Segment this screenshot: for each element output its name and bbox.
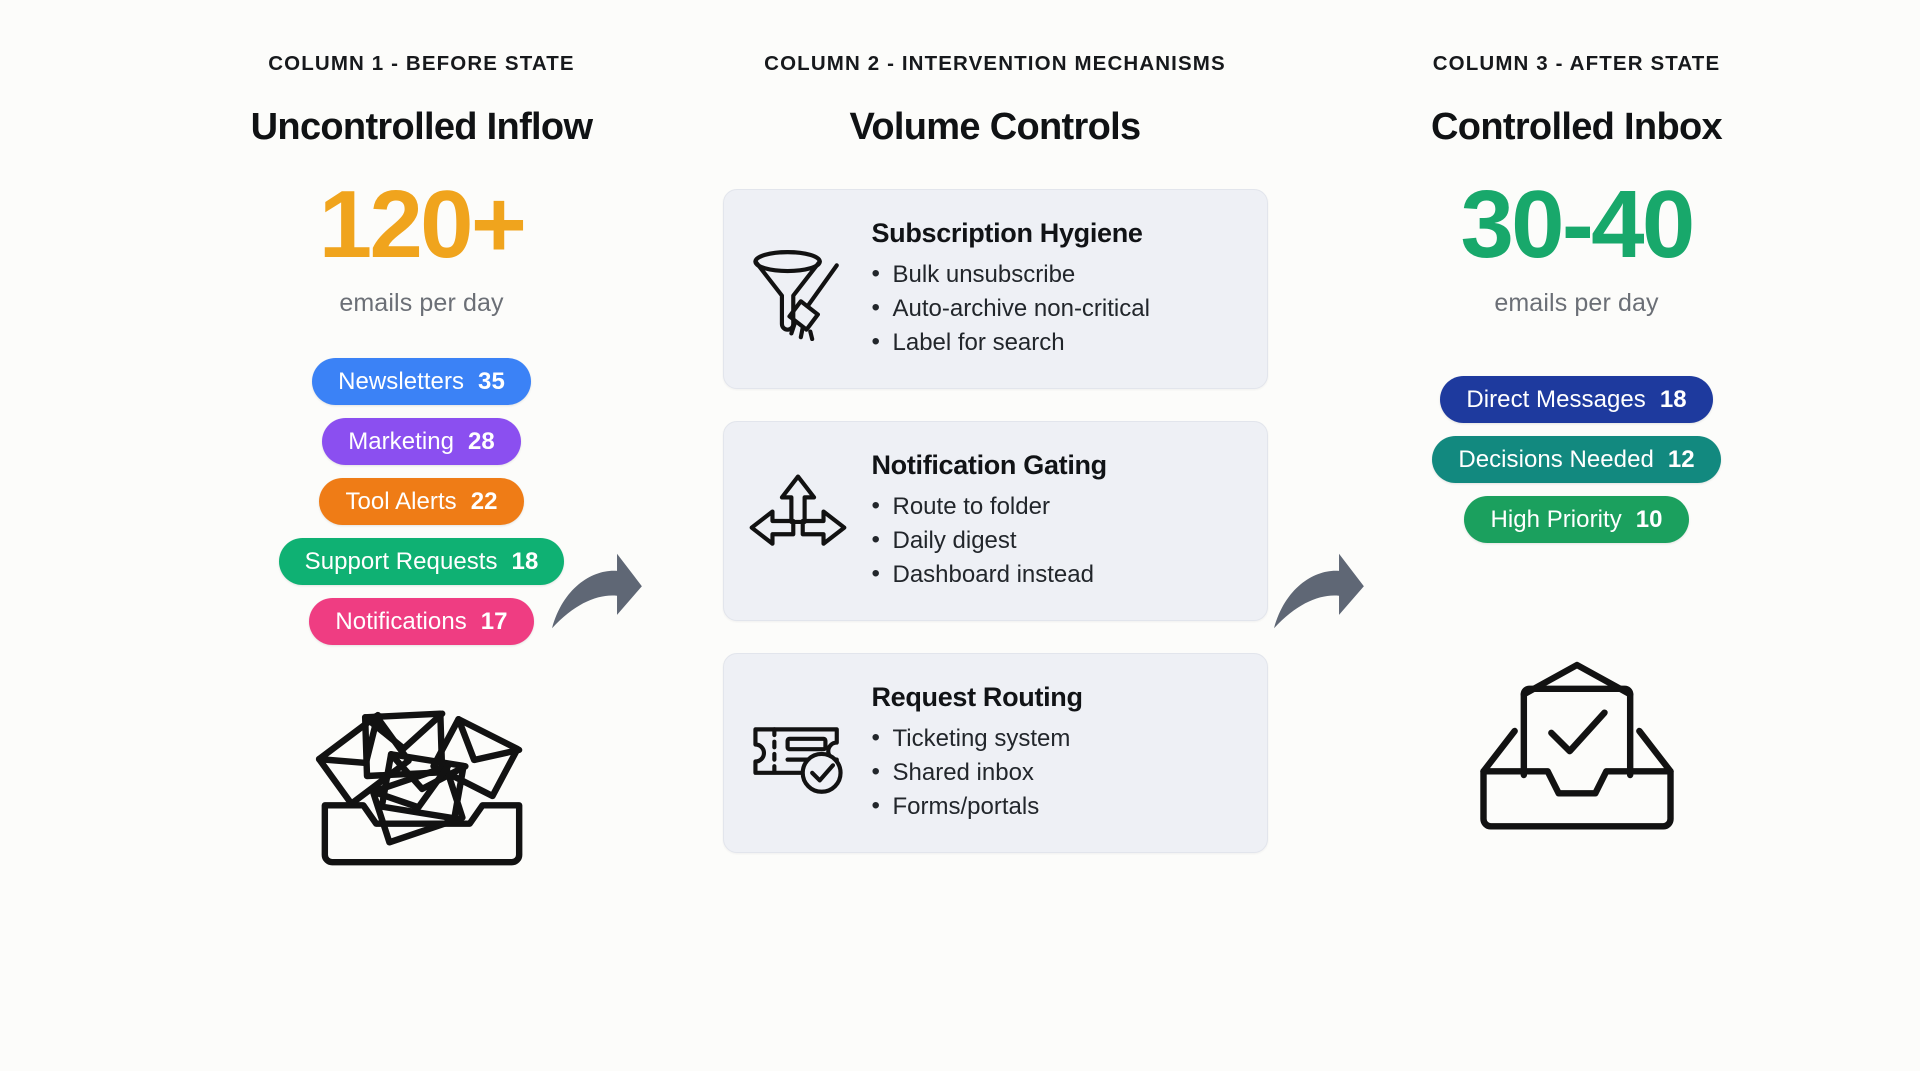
pill-count: 18 [1659,385,1687,413]
column-intervention-mechanisms: COLUMN 2 - INTERVENTION MECHANISMS Volum… [722,0,1268,853]
arrow-controls-to-after [1270,548,1366,634]
pill-tool-alerts[interactable]: Tool Alerts 22 [319,478,524,525]
column-3-metric-unit: emails per day [1494,289,1659,317]
mechanism-card-list: Subscription Hygiene Bulk unsubscribe Au… [722,189,1268,853]
pill-decisions-needed[interactable]: Decisions Needed 12 [1432,436,1721,483]
bullet-item: Ticketing system [872,721,1241,756]
after-state-pill-stack: Direct Messages 18 Decisions Needed 12 H… [1362,376,1792,543]
bullet-item: Auto-archive non-critical [872,291,1241,326]
pill-label: Support Requests [304,547,498,575]
card-bullets: Route to folder Daily digest Dashboard i… [872,489,1241,592]
card-notification-gating[interactable]: Notification Gating Route to folder Dail… [722,421,1268,621]
inbox-check-icon [1467,655,1687,840]
pill-notifications[interactable]: Notifications 17 [309,598,534,645]
card-subscription-hygiene[interactable]: Subscription Hygiene Bulk unsubscribe Au… [722,189,1268,389]
funnel-broom-icon [746,237,850,341]
pill-marketing[interactable]: Marketing 28 [322,418,521,465]
card-title: Notification Gating [871,449,1108,480]
column-1-metric: 120+ [318,171,527,278]
bullet-item: Dashboard instead [872,557,1241,592]
pill-support-requests[interactable]: Support Requests 18 [278,538,565,585]
pill-count: 17 [480,607,508,635]
card-title: Subscription Hygiene [871,217,1143,248]
column-3-metric: 30-40 [1460,171,1695,278]
pill-label: High Priority [1490,505,1622,533]
pill-count: 12 [1667,445,1695,473]
card-body: Request Routing Ticketing system Shared … [872,682,1241,824]
ticket-check-icon [746,701,850,805]
card-bullets: Ticketing system Shared inbox Forms/port… [872,721,1241,824]
card-body: Notification Gating Route to folder Dail… [872,450,1241,592]
pill-high-priority[interactable]: High Priority 10 [1464,496,1689,543]
bullet-item: Shared inbox [872,755,1241,790]
column-3-eyebrow: COLUMN 3 - AFTER STATE [1432,52,1721,75]
pill-label: Decisions Needed [1458,445,1654,473]
pill-count: 35 [478,367,505,395]
pill-newsletters[interactable]: Newsletters 35 [312,358,531,405]
pill-count: 10 [1635,505,1663,533]
arrow-before-to-controls [548,548,644,634]
bullet-item: Label for search [872,325,1241,360]
column-1-eyebrow: COLUMN 1 - BEFORE STATE [268,52,575,75]
column-before-state: COLUMN 1 - BEFORE STATE Uncontrolled Inf… [207,0,637,874]
card-bullets: Bulk unsubscribe Auto-archive non-critic… [872,257,1241,360]
overflowing-inbox-icon [312,689,532,874]
pill-label: Notifications [335,607,467,635]
bullet-item: Route to folder [872,489,1241,524]
column-1-metric-unit: emails per day [339,289,504,317]
column-after-state: COLUMN 3 - AFTER STATE Controlled Inbox … [1362,0,1792,840]
column-1-title: Uncontrolled Inflow [250,106,593,148]
pill-label: Tool Alerts [345,487,457,515]
pill-count: 28 [468,427,495,455]
bullet-item: Bulk unsubscribe [872,257,1241,292]
three-way-arrows-icon [746,469,850,573]
bullet-item: Forms/portals [872,789,1241,824]
pill-count: 18 [511,547,539,575]
column-3-title: Controlled Inbox [1431,106,1723,148]
before-state-pill-stack: Newsletters 35 Marketing 28 Tool Alerts … [207,358,637,645]
column-2-title: Volume Controls [849,106,1142,148]
card-title: Request Routing [871,681,1083,712]
card-body: Subscription Hygiene Bulk unsubscribe Au… [872,218,1241,360]
pill-label: Newsletters [338,367,465,395]
pill-direct-messages[interactable]: Direct Messages 18 [1440,376,1713,423]
pill-count: 22 [470,487,498,515]
card-request-routing[interactable]: Request Routing Ticketing system Shared … [722,653,1268,853]
pill-label: Marketing [348,427,454,455]
bullet-item: Daily digest [872,523,1241,558]
column-2-eyebrow: COLUMN 2 - INTERVENTION MECHANISMS [764,52,1226,75]
pill-label: Direct Messages [1466,385,1646,413]
